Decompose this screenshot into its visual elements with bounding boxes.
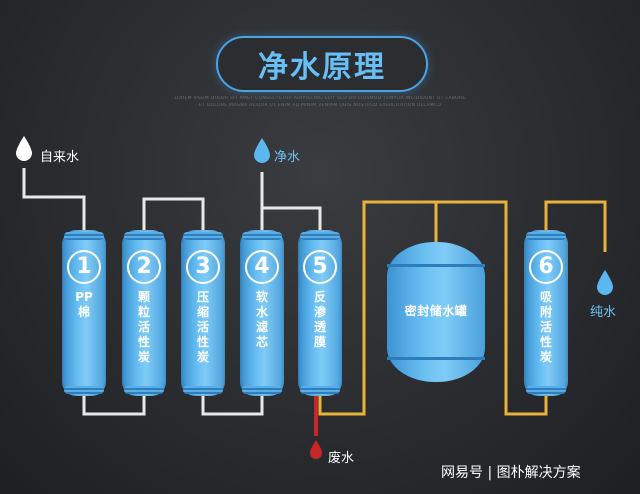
filter-cartridge-1: 1 PP 棉 [62, 230, 106, 396]
cartridge-label: 反 渗 透 膜 [298, 290, 342, 350]
cartridge-number: 3 [186, 250, 220, 284]
pipe-tap-inlet [22, 168, 86, 230]
cartridge-label-line: 附 [539, 305, 552, 319]
storage-tank: 密封储水罐 [387, 242, 485, 382]
cartridge-label-line: 渗 [313, 305, 326, 319]
pipe-bottom-1-2 [82, 396, 146, 416]
water-drop-icon [254, 138, 270, 163]
pipe-6-outlet [544, 200, 607, 252]
cartridge-number: 5 [303, 250, 337, 284]
cartridge-label-line: 吸 [539, 290, 552, 304]
caption-line: ET DOLORE MAGNA ALIQUA UT ENIM AD MINIM … [198, 103, 442, 108]
label-clean-water: 净水 [274, 150, 301, 165]
cartridge-label: PP 棉 [62, 290, 106, 320]
title-badge: 净水原理 [216, 36, 428, 92]
label-waste-water: 废水 [328, 451, 355, 466]
cartridge-label: 压 缩 活 性 炭 [181, 290, 225, 365]
filter-cartridge-2: 2 颗 粒 活 性 炭 [122, 230, 166, 396]
cartridge-label-line: 软 [255, 290, 268, 304]
tank-band [387, 357, 485, 360]
cartridge-label-line: 水 [255, 305, 268, 319]
cartridge-label-line: 活 [539, 320, 552, 334]
tank-label: 密封储水罐 [404, 304, 468, 318]
cartridge-number: 1 [67, 250, 101, 284]
cartridge-label: 吸 附 活 性 炭 [524, 290, 568, 365]
cartridge-label-line: 炭 [196, 350, 209, 364]
page-title: 净水原理 [258, 50, 386, 85]
cartridge-label: 软 水 滤 芯 [240, 290, 284, 350]
cartridge-number: 6 [529, 250, 563, 284]
cartridge-label-line: 性 [196, 335, 209, 349]
cartridge-label-line: 反 [313, 290, 326, 304]
cartridge-label-line: 性 [137, 335, 150, 349]
water-drop-icon [597, 270, 613, 295]
cartridge-number: 2 [127, 250, 161, 284]
pipe-top-2-3 [142, 197, 205, 230]
filter-cartridge-6: 6 吸 附 活 性 炭 [524, 230, 568, 396]
cartridge-number: 4 [245, 250, 279, 284]
cartridge-label-line: 炭 [539, 350, 552, 364]
cartridge-label-line: 芯 [255, 335, 268, 349]
source-watermark: 网易号 | 图朴解决方案 [441, 465, 581, 481]
filter-cartridge-5: 5 反 渗 透 膜 [298, 230, 342, 396]
cartridge-label-line: 棉 [77, 305, 90, 319]
cartridge-label-line: 活 [137, 320, 150, 334]
water-drop-icon [16, 136, 32, 161]
label-tap-water: 自来水 [40, 150, 80, 165]
cartridge-label-line: 压 [196, 290, 209, 304]
caption-line: LOREM IPSUM DOLOR SIT AMET CONSECTETUR A… [174, 96, 466, 101]
cartridge-label-line: 透 [313, 320, 326, 334]
cartridge-label: 颗 粒 活 性 炭 [122, 290, 166, 365]
tank-band [387, 264, 485, 267]
cartridge-label-line: 滤 [255, 320, 268, 334]
cartridge-label-line: 炭 [137, 350, 150, 364]
filter-cartridge-3: 3 压 缩 活 性 炭 [181, 230, 225, 396]
filter-cartridge-4: 4 软 水 滤 芯 [240, 230, 284, 396]
cartridge-label-line: 膜 [313, 335, 326, 349]
cartridge-label-line: 活 [196, 320, 209, 334]
cartridge-label-line: 性 [539, 335, 552, 349]
cartridge-label-line: PP [75, 290, 93, 304]
cartridge-label-line: 颗 [137, 290, 150, 304]
pipe-top-4-5 [260, 206, 322, 230]
pipe-bottom-3-4 [201, 396, 264, 416]
label-pure-water: 纯水 [590, 305, 617, 320]
cartridge-label-line: 粒 [137, 305, 150, 319]
waste-drop-icon [310, 440, 322, 459]
cartridge-label-line: 缩 [196, 305, 209, 319]
